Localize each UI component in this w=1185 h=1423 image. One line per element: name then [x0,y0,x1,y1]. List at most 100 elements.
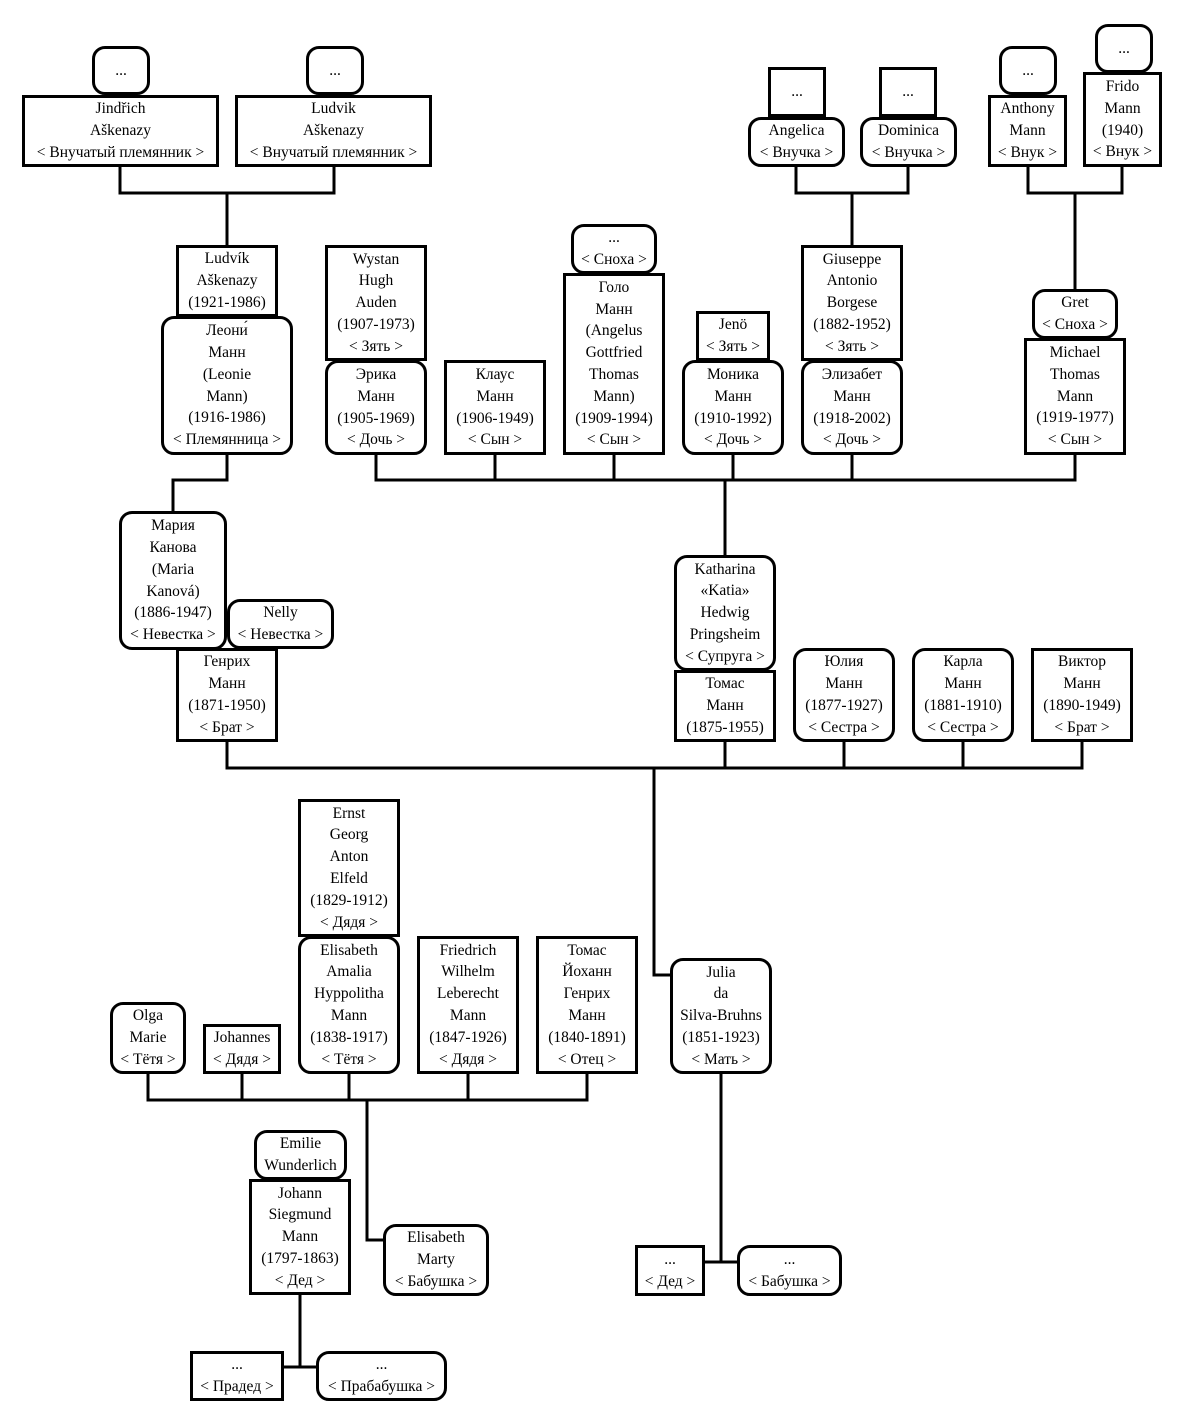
node-text-line: Томас [567,941,607,959]
node-text-line: Йоханн [562,963,612,981]
node-text-line: < Дядя > [213,1051,271,1068]
node-text-line: Borgese [826,294,878,312]
node-text-line: Mann [281,1228,319,1246]
node-text-line: (1840-1891) [548,1028,626,1046]
node-text-line: (1851-1923) [682,1028,760,1046]
connector [702,1071,740,1264]
node-text-line: Hyppolitha [314,985,384,1003]
node-text-line: Marty [417,1251,455,1269]
node-text-line: < Сноха > [1042,316,1108,333]
node-text-line: < Зять > [349,337,403,355]
node-text-line: < Сестра > [927,718,999,736]
node-text-line: Thomas [589,366,639,383]
person-node-angelica-child: ... [768,67,826,117]
node-text-line: ... [1118,39,1130,57]
person-node-jeno: Jenö< Зять > [696,311,770,361]
node-text-line: < Сын > [1047,431,1103,449]
node-text-line: Hugh [358,272,394,290]
person-node-dominica-child: ... [879,67,937,117]
node-text-line: ... [115,61,127,79]
node-text-line: Elisabeth [407,1229,465,1247]
node-text-line: < Внучатый племянник > [249,143,418,161]
node-text-line: (Leonie [202,365,252,383]
node-text-line: Wilhelm [441,963,495,981]
node-text-line: Michael [1049,344,1101,361]
person-node-johannes: Johannes< Дядя > [203,1024,281,1074]
node-text-line: Элизабет [821,365,883,383]
person-node-nelly: Nelly< Невестка > [227,599,334,649]
node-text-line: Antonio [826,272,878,290]
node-text-line: Aškenazy [89,122,152,140]
node-text-line: < Племянница > [172,431,282,449]
person-node-prababushka: ...< Прабабушка > [316,1351,447,1401]
node-text-line: (1919-1977) [1036,409,1114,427]
node-text-line: Kanová) [146,582,200,600]
node-text-line: Генрих [203,653,251,671]
node-text-line: < Супруга > [685,647,765,665]
node-text-line: (1916-1986) [188,409,266,427]
person-node-angelica: Angelica< Внучка > [748,117,845,167]
node-text-line: (1875-1955) [686,718,764,736]
connector [225,739,1084,977]
node-text-line: Gret [1061,294,1089,312]
node-text-line: Манн [357,387,395,405]
node-text-line: ... [791,83,803,101]
connector [794,164,910,247]
node-text-line: Auden [355,294,397,312]
node-text-line: < Дочь > [346,431,406,449]
node-text-line: < Сын > [467,431,523,449]
person-node-praded: ...< Прадед > [190,1351,284,1401]
node-text-line: Hedwig [700,604,750,622]
node-text-line: Mann [1104,99,1141,117]
node-text-line: ... [231,1356,243,1374]
node-text-line: (1871-1950) [188,697,266,714]
node-text-line: ... [783,1250,796,1268]
node-text-line: Jindřich [95,100,146,118]
node-text-line: Mann) [593,387,635,405]
node-text-line: (1907-1973) [337,315,415,333]
node-text-line: < Дочь > [822,431,882,449]
node-text-line: Манн [476,387,514,405]
node-text-line: Aškenazy [302,122,365,140]
node-text-line: Mann [330,1007,368,1024]
node-text-line: Юлия [824,653,864,671]
node-text-line: (1882-1952) [813,315,891,333]
node-text-line: Georg [329,826,369,844]
node-text-line: < Внучка > [871,144,946,161]
node-text-line: < Невестка > [237,626,324,643]
node-text-line: Манн [595,300,633,318]
node-text-line: < Дед > [274,1271,326,1289]
node-text-line: < Зять > [706,338,760,355]
person-node-gret: Gret < Сноха > [1032,289,1118,339]
node-text-line: Манн [208,343,246,361]
node-text-line: Thomas [1050,365,1100,383]
node-text-line: Leberecht [437,985,499,1003]
node-text-line: Katharina [694,560,756,578]
node-text-line: Виктор [1057,653,1107,671]
node-text-line: Леони́ [206,322,248,340]
node-text-line: Клаус [475,365,515,383]
node-text-line: Канова [149,538,197,556]
node-text-line: Манн [208,675,246,693]
node-text-line: (1829-1912) [310,891,388,909]
node-text-line: Aškenazy [196,272,258,290]
person-node-anthony-child: ... [999,46,1057,95]
node-text-line: ... [608,229,620,247]
node-text-line: Манн [714,387,752,405]
node-text-line: Gottfried [585,344,643,362]
node-text-line: (1905-1969) [337,409,415,427]
node-text-line: < Дед > [644,1272,696,1290]
connector [171,452,229,514]
